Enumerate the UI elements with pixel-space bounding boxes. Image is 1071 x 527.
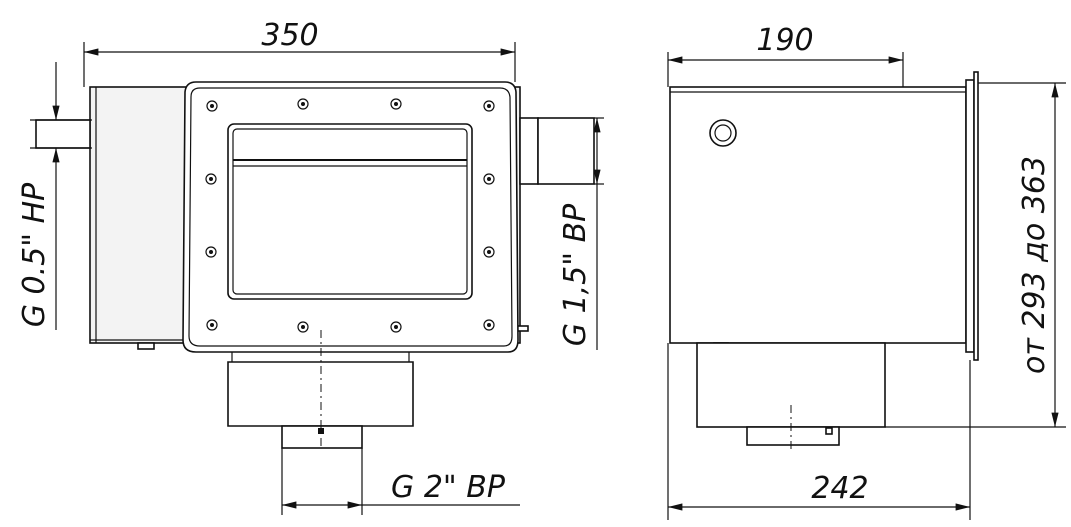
dim-right-outlet: G 1,5" ВР: [558, 203, 593, 346]
skimmer-window: [227, 123, 473, 300]
side-bottom-bowl: [696, 342, 886, 428]
side-flange: [965, 79, 975, 353]
dim-height-range: от 293 до 363: [1017, 156, 1052, 374]
side-fitting: [709, 119, 737, 147]
dimension-lines: [30, 42, 1066, 520]
right-outlet-pipe: [519, 117, 539, 185]
dim-bottom-outlet: G 2" ВР: [391, 470, 506, 505]
side-bottom-outlet: [746, 426, 840, 446]
bottom-bowl: [227, 361, 414, 427]
side-view: [669, 71, 979, 450]
left-inlet-nipple: [35, 119, 91, 149]
dim-left-inlet: G 0.5" НР: [17, 182, 52, 327]
faceplate-bolts: [205, 98, 495, 333]
bottom-outlet-pipe: [281, 425, 363, 449]
dim-side-depth: 190: [756, 23, 813, 58]
dim-front-width: 350: [261, 18, 318, 53]
dim-side-total: 242: [811, 471, 868, 506]
front-view: [35, 81, 595, 450]
